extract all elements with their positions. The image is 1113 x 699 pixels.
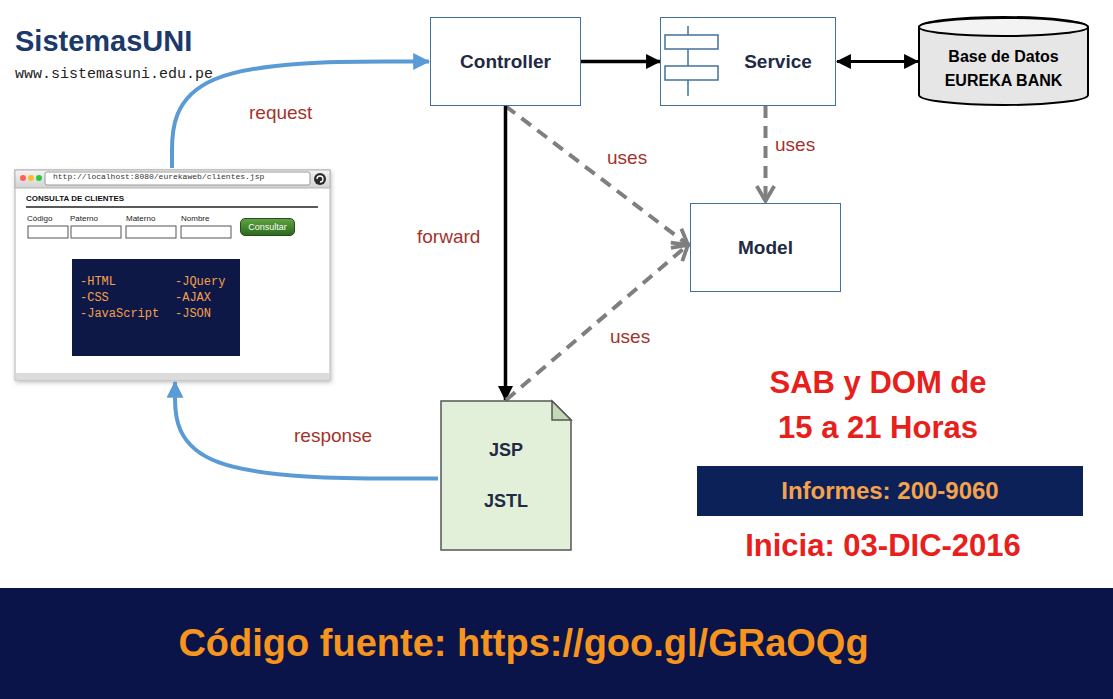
source-code-band-text: Código fuente: https://goo.gl/GRaOQg [178,622,868,665]
info-band-text: Informes: 200-9060 [781,477,998,505]
technology-panel-text: -AJAX [175,291,245,306]
heading-rule [26,206,318,208]
submit-button: Consultar [240,218,295,236]
document-fold [552,401,571,420]
uses-arrow [506,106,689,245]
technology-panel-text: -HTML [80,275,175,290]
view-document-text: JSTL [484,491,528,512]
input-field [181,226,231,238]
website-url: www.sistemasuni.edu.pe [15,66,213,83]
technology-panel-text: -CSS [80,291,175,306]
browser-window-text: Nombre [181,214,209,224]
refresh-arrow [317,176,323,182]
browser-window: http://localhost:8080/eurekaweb/clientes… [15,170,330,380]
cylinder-body [919,17,1088,105]
controller-box-text: Controller [460,51,551,73]
input-field [71,226,121,238]
service-component: Service [660,17,836,106]
start-date: Inicia: 03-DIC-2016 [688,527,1078,565]
browser-window-text: http://localhost:8080/eurekaweb/clientes… [53,172,264,182]
browser-window-text: Paterno [70,214,98,224]
data-access-arrow [837,60,918,63]
info-band: Informes: 200-9060 [697,466,1083,516]
browser-window-text: Código [27,214,52,224]
document-body [441,401,571,550]
component-tab [665,35,718,49]
database-cylinder: Base de Datos EUREKA BANK [918,17,1089,106]
status-bar [16,373,329,379]
connector-label: uses [605,147,649,169]
component-icon [665,26,718,96]
technology-panel: -HTML-JQuery-CSS-AJAX-JavaScript-JSON [72,259,240,356]
browser-window-text: Materno [126,214,155,224]
window-dot [28,175,34,181]
schedule-note: SAB y DOM de 15 a 21 Horas [708,360,1048,450]
browser-window-text: CONSULTA DE CLIENTES [26,194,124,204]
browser-title-bar [15,170,330,188]
model-box: Model [690,203,841,292]
view-document-text: JSP [489,440,523,461]
uses-arrow [506,245,688,400]
technology-panel-text: -JQuery [175,275,245,290]
technology-panel-text: -JavaScript [80,307,175,322]
connector-label: request [247,102,314,124]
model-box-text: Model [738,237,793,259]
submit-button-text: Consultar [248,222,287,232]
response-arrow [175,382,438,479]
input-field [126,226,176,238]
uses-arrow [764,106,768,201]
address-field [45,172,310,185]
connector-label: uses [608,326,652,348]
technology-panel-text: -JSON [175,307,245,322]
connector-label: forward [415,226,482,248]
connector-label: response [292,425,374,447]
source-code-band: Código fuente: https://goo.gl/GRaOQg [0,588,1113,699]
forward-arrow [504,106,508,400]
view-document: JSP JSTL [440,400,572,551]
browser-frame [15,170,330,380]
cylinder-top [919,18,1088,36]
refresh-icon [314,173,326,185]
service-component-text: Service [744,51,812,73]
window-dot [20,175,26,181]
component-tab [665,66,718,80]
controller-box: Controller [430,17,581,106]
call-arrow [581,60,660,64]
window-dot [36,175,42,181]
browser-body [15,170,330,380]
brand-title: SistemasUNI [15,25,192,58]
database-cylinder-text: Base de Datos EUREKA BANK [934,45,1074,93]
document-outline [440,400,572,551]
connector-label: uses [773,134,817,156]
input-field [28,226,68,238]
